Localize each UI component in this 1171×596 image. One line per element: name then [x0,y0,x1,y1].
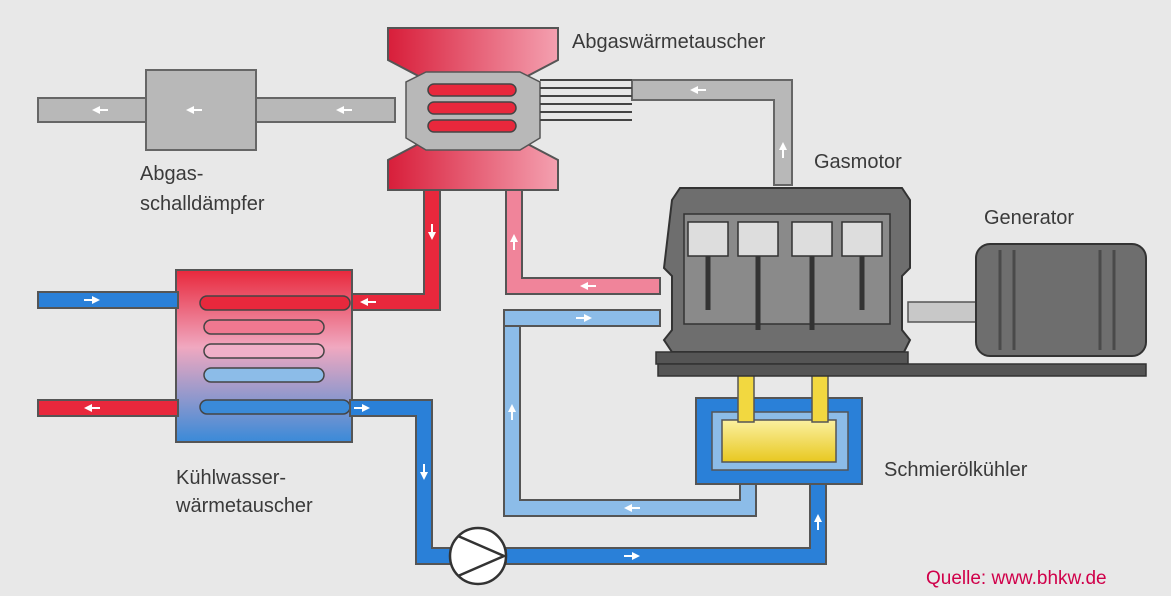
label-oil-cooler: Schmierölkühler [884,459,1028,481]
heating-return-pipe [37,291,179,309]
drive-shaft [907,301,979,323]
warm-water-pipe [505,189,661,295]
coolant-heat-exchanger [175,269,353,443]
generator [975,243,1147,357]
exhaust-heat-exchanger [387,27,632,191]
label-muffler-line1: Abgas- [140,163,203,185]
gas-engine [655,187,1147,377]
label-coolant-hx-line2: wärmetauscher [175,495,313,517]
oil-cooler [695,369,863,485]
pump [448,526,508,586]
label-generator: Generator [984,207,1074,229]
exhaust-pipe [37,79,793,186]
label-coolant-hx-line1: Kühlwasser- [176,467,286,489]
heating-flow-pipe [37,399,179,417]
label-exhaust-heat-exchanger: Abgaswärmetauscher [572,31,766,53]
label-gas-engine: Gasmotor [814,151,902,173]
flow-arrows [84,86,822,560]
source-credit: Quelle: www.bhkw.de [926,568,1107,589]
hot-water-pipe [349,189,441,311]
label-muffler-line2: schalldämpfer [140,193,265,215]
